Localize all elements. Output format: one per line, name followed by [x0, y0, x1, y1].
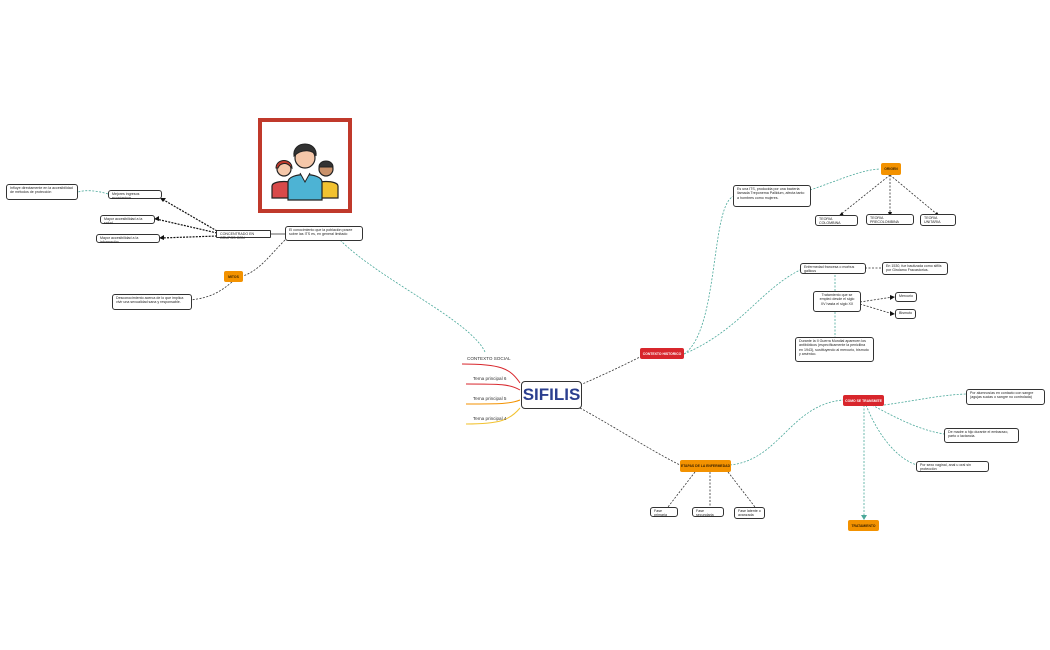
- arrowhead-ingresos: [160, 198, 166, 202]
- connector-mitos-desconocimiento: [189, 281, 233, 301]
- connector-center-etapas: [579, 407, 681, 466]
- connector-origen-teoria3: [889, 174, 939, 216]
- branch-line-tema-5: [465, 399, 521, 405]
- connector-concentrado-info: [160, 235, 218, 239]
- teoria-unitaria-node[interactable]: TEORIA UNITARIA: [920, 214, 956, 226]
- connector-tratamiento-bismuto: [859, 303, 894, 315]
- connector-transmite-contacto: [883, 393, 967, 406]
- connector-origen-teoria1: [839, 174, 891, 216]
- teoria-precolombina-node[interactable]: TEORIA PRECOLOMBINA: [866, 214, 914, 225]
- branch-line-tema-6: [465, 383, 521, 391]
- sexo-node[interactable]: Por sexo vaginal, anal u oral sin protec…: [916, 461, 989, 472]
- mejores-ingresos-node[interactable]: Mejores ingresos económicos: [108, 190, 162, 200]
- connector-ingresos-influye: [77, 190, 109, 195]
- connector-etapas-transmite: [729, 399, 844, 466]
- arrowhead-bismuto: [890, 311, 895, 316]
- mayor-salud-node[interactable]: Mayor accesibilidad a la salud: [100, 215, 155, 225]
- fase-secundaria-node[interactable]: Fase secundaria: [692, 507, 724, 517]
- connector-social-main: [339, 239, 486, 353]
- madre-hijo-node[interactable]: De madre a hijo durante el embarazo, par…: [944, 428, 1019, 443]
- fase-primaria-node[interactable]: Fase primaria: [650, 507, 678, 517]
- connector-etapas-fase1: [667, 471, 696, 508]
- teoria-colombina-node[interactable]: TEORIA COLOMBINA: [815, 215, 858, 226]
- connector-main-mitos: [242, 239, 286, 277]
- connector-definicion-origen: [809, 168, 881, 191]
- contacto-sangre-node[interactable]: Por alumnos/as en contacto con sangre (a…: [966, 389, 1045, 405]
- definicion-node[interactable]: Es una ITS, producida por una bacteria l…: [733, 185, 811, 207]
- tratamiento-antiguo-node[interactable]: Tratamiento que se empleó desde el siglo…: [813, 291, 861, 312]
- mitos-pill[interactable]: MITOS: [224, 271, 243, 282]
- mercurio-node[interactable]: Mercurio: [895, 292, 917, 302]
- people-image-frame: [258, 118, 352, 213]
- tratamiento-pill[interactable]: TRATAMIENTO: [848, 520, 879, 531]
- connector-historico-enfermedad: [683, 269, 801, 355]
- enfermedad-francesa-node[interactable]: Enfermedad francesa o morbus gallicus: [800, 263, 866, 274]
- influye-node[interactable]: Influye directamente en la accesibilidad…: [6, 184, 78, 200]
- origen-pill[interactable]: ORIGEN: [881, 163, 901, 175]
- connector-transmite-madre: [871, 404, 945, 435]
- center-label: SIFILIS: [522, 385, 581, 404]
- connector-center-historico: [579, 353, 647, 386]
- branch-tema-6[interactable]: Tema principal 6: [473, 376, 507, 381]
- anio-1530-node[interactable]: En 1530, fue bautizada como sifilis por …: [882, 262, 948, 275]
- branch-line-tema-4: [465, 407, 521, 425]
- fase-latente-node[interactable]: Fase latente o avanzada: [734, 507, 765, 519]
- mayor-info-node[interactable]: Mayor accesibilidad a la información: [96, 234, 160, 244]
- connector-concentrado-salud: [155, 218, 218, 234]
- connector-concentrado-ingresos: [161, 198, 218, 232]
- connector-transmite-sexo: [865, 404, 918, 466]
- connector-tratamiento-mercurio: [859, 296, 894, 303]
- bismuto-node[interactable]: Bismuto: [895, 309, 916, 319]
- center-node-sifilis[interactable]: SIFILIS: [521, 381, 582, 409]
- social-main-node[interactable]: El conocimiento que la población posee s…: [285, 226, 363, 241]
- etapas-pill[interactable]: ETAPAS DE LA ENFERMEDAD: [680, 460, 731, 472]
- como-se-transmite-pill[interactable]: COMO SE TRANSMITE: [843, 395, 884, 406]
- segunda-guerra-node[interactable]: Durante la II Guerra Mundial aparecen lo…: [795, 337, 874, 362]
- concentrado-node[interactable]: CONCENTRADO EN GRUPOS CON: [216, 230, 271, 240]
- arrowhead-info: [159, 235, 164, 240]
- people-group-icon: [271, 143, 339, 201]
- arrowhead-mercurio: [890, 295, 895, 300]
- branch-tema-5[interactable]: Tema principal 5: [473, 396, 507, 401]
- connector-etapas-fase3: [727, 471, 756, 508]
- arrowhead-salud: [154, 216, 159, 221]
- branch-tema-4[interactable]: Tema principal 4: [473, 416, 507, 421]
- branch-line-contexto-social: [461, 363, 521, 384]
- connector-historico-definicion: [683, 195, 736, 355]
- arrowhead-tratamiento: [861, 515, 867, 520]
- contexto-historico-pill[interactable]: CONTEXTO HISTORICO: [640, 348, 684, 359]
- desconocimiento-node[interactable]: Desconocimiento acerca de lo que implica…: [112, 294, 192, 310]
- branch-contexto-social[interactable]: CONTEXTO SOCIAL: [467, 356, 511, 361]
